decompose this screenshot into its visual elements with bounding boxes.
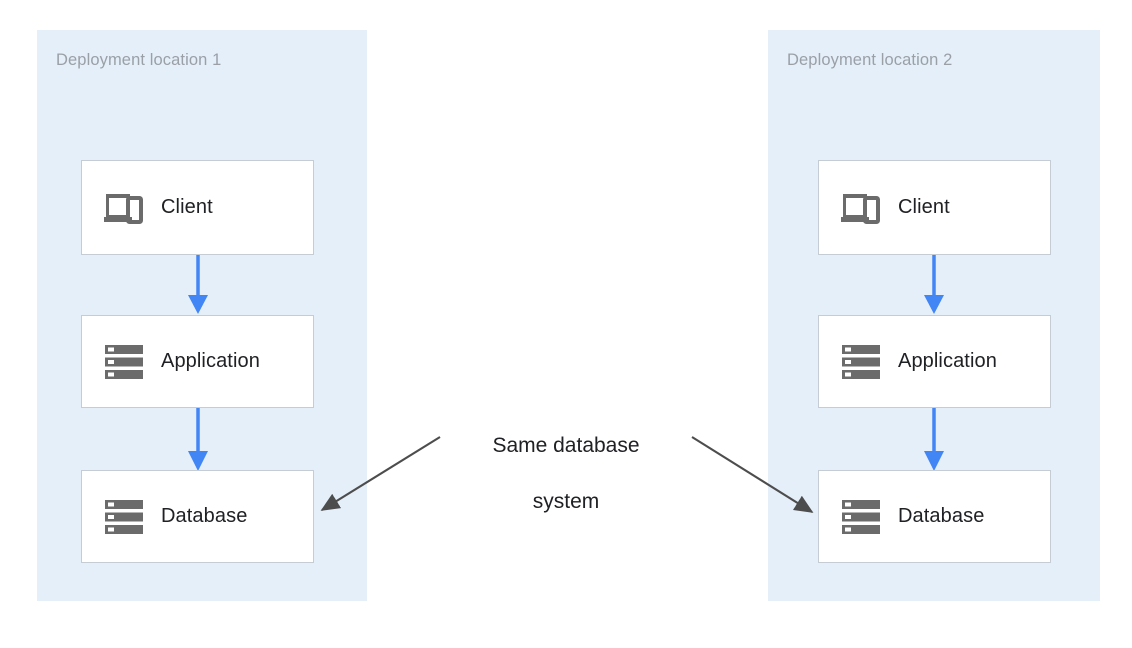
- server-rack-icon: [101, 497, 147, 537]
- node-application-2-label: Application: [898, 350, 997, 372]
- deployment-zone-2-title: Deployment location 2: [787, 51, 953, 69]
- annotation-line-1: Same database: [492, 434, 640, 457]
- devices-icon: [101, 188, 147, 228]
- node-database-1-label: Database: [161, 505, 248, 527]
- connector-client-1-to-application-1: [176, 255, 220, 315]
- node-client-2[interactable]: Client: [818, 160, 1051, 255]
- node-application-1[interactable]: Application: [81, 315, 314, 408]
- server-rack-icon: [101, 342, 147, 382]
- connector-application-2-to-database-2: [912, 408, 956, 472]
- node-database-2-label: Database: [898, 505, 985, 527]
- connector-client-2-to-application-2: [912, 255, 956, 315]
- node-client-1[interactable]: Client: [81, 160, 314, 255]
- server-rack-icon: [838, 497, 884, 537]
- node-database-1[interactable]: Database: [81, 470, 314, 563]
- node-application-2[interactable]: Application: [818, 315, 1051, 408]
- deployment-zone-1-title: Deployment location 1: [56, 51, 222, 69]
- node-application-1-label: Application: [161, 350, 260, 372]
- connector-application-1-to-database-1: [176, 408, 220, 472]
- annotation-line-2: system: [532, 490, 600, 513]
- devices-icon: [838, 188, 884, 228]
- node-database-2[interactable]: Database: [818, 470, 1051, 563]
- node-client-1-label: Client: [161, 196, 213, 218]
- node-client-2-label: Client: [898, 196, 950, 218]
- annotation-same-database-system: Same database system: [446, 404, 686, 544]
- server-rack-icon: [838, 342, 884, 382]
